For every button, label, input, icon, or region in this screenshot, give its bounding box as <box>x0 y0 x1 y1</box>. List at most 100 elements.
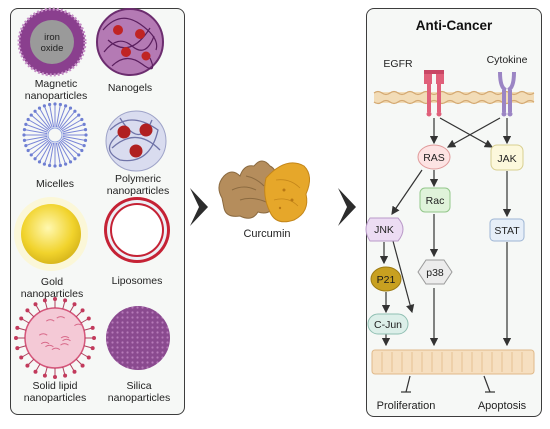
proliferation-label: Proliferation <box>377 400 436 412</box>
micelle-tail <box>49 105 55 128</box>
micelle-tail <box>59 111 75 130</box>
stat-node: STAT <box>489 218 525 242</box>
micelle-head <box>22 138 27 142</box>
lipid-tail <box>69 304 75 313</box>
lipid-tail <box>69 363 75 372</box>
nanogel-icon <box>96 8 164 76</box>
jnk-label: JNK <box>374 224 394 236</box>
lipid-core-squiggle <box>62 338 71 342</box>
micelle-tail <box>61 119 82 132</box>
gene-expression-bar <box>371 349 535 375</box>
lipid-core-squiggle <box>74 323 83 327</box>
micelle-head <box>84 133 88 137</box>
lipid-head <box>33 369 38 374</box>
lipid-tail <box>80 318 89 324</box>
silica-label: Silica nanoparticles <box>100 380 178 404</box>
jnk-node: JNK <box>365 217 404 242</box>
micelle-tail <box>35 140 51 159</box>
lipid-tail <box>75 310 83 318</box>
micelle-head <box>80 117 84 122</box>
micelle-tail <box>62 124 84 133</box>
lipid-tail <box>80 352 89 358</box>
micelle-head <box>73 157 77 161</box>
lipid-tail <box>44 301 48 310</box>
polymeric-label-line2: nanoparticles <box>106 185 170 197</box>
lipid-head <box>53 375 57 379</box>
cell-membrane <box>373 90 535 105</box>
lipid-core-squiggle <box>60 343 69 346</box>
micelle-head <box>80 148 84 153</box>
lipid-tail <box>35 363 41 372</box>
lipid-head <box>14 336 18 340</box>
magnetic-label: Magnetic nanoparticles <box>18 78 94 102</box>
micelle-head <box>33 157 37 161</box>
lipid-head <box>80 308 85 313</box>
chevron-right-icon <box>190 188 208 226</box>
lipid-tail <box>27 310 35 318</box>
micelle-tail <box>28 138 49 151</box>
micelle-tail <box>62 129 85 135</box>
lipid-head <box>15 346 20 351</box>
micelle-head <box>64 104 68 108</box>
lipid-head <box>25 308 30 313</box>
cjun-node: C-Jun <box>367 313 409 335</box>
iron-oxide-label-line2: oxide <box>41 43 64 54</box>
micelle-tail <box>39 141 52 162</box>
micelle-head <box>53 164 57 168</box>
solid-lipid-nanoparticle-icon <box>14 297 96 379</box>
magnetic-label-line2: nanoparticles <box>24 90 88 102</box>
lipid-head <box>92 336 96 340</box>
lipid-head <box>90 346 95 351</box>
micelle-tail <box>57 106 66 128</box>
iron-oxide-label-line1: iron <box>44 32 60 43</box>
micelle-tail <box>31 139 50 155</box>
micelle-head <box>82 122 86 126</box>
solid-lipid-label-line1: Solid lipid <box>32 380 78 392</box>
liposome-icon <box>104 197 170 263</box>
micelle-head <box>29 153 33 157</box>
micelle-tail <box>57 142 66 164</box>
micelle-icon <box>22 102 88 168</box>
lipid-tail <box>18 327 27 331</box>
silica-nanoparticle-icon <box>106 306 170 370</box>
ras-node: RAS <box>417 144 451 170</box>
rac-node: Rac <box>419 187 451 213</box>
micelle-head <box>42 104 46 108</box>
lipid-core-squiggle <box>40 341 50 345</box>
lipid-head <box>72 369 77 374</box>
jak-node: JAK <box>490 144 524 171</box>
magnetic-nanoparticle-icon: iron oxide <box>17 7 87 77</box>
lipid-tail <box>21 318 30 324</box>
p21-label: P21 <box>377 274 396 286</box>
lipid-tail <box>18 345 27 349</box>
micelle-tail <box>55 142 61 165</box>
gold-label: Gold nanoparticles <box>14 276 90 300</box>
lipid-tail <box>44 366 48 375</box>
stat-label: STAT <box>494 225 520 237</box>
micelle-tail <box>58 108 71 129</box>
solid-lipid-label: Solid lipid nanoparticles <box>14 380 96 404</box>
lipid-head <box>15 325 20 330</box>
lipid-tail <box>83 345 92 349</box>
micelle-head <box>26 117 30 122</box>
cjun-label: C-Jun <box>374 319 402 331</box>
curcumin-label: Curcumin <box>243 228 291 240</box>
gold-label-line1: Gold <box>40 276 64 288</box>
silica-label-line2: nanoparticles <box>107 392 171 404</box>
micelle-head <box>68 106 73 110</box>
polymeric-label-line1: Polymeric <box>114 173 162 185</box>
lipid-tail <box>75 358 83 366</box>
micelle-head <box>29 113 33 117</box>
lipid-tail <box>21 352 30 358</box>
lipid-head <box>53 297 57 301</box>
p21-node: P21 <box>370 266 402 292</box>
gold-nanoparticle-icon <box>14 197 88 271</box>
apoptosis-label: Apoptosis <box>478 400 527 412</box>
micelle-tail <box>60 139 79 155</box>
cytokine-receptor-icon <box>498 71 516 117</box>
lipid-core-squiggle <box>38 333 48 336</box>
p38-label: p38 <box>426 267 444 279</box>
micelle-tail <box>31 115 50 131</box>
lipid-head <box>19 355 24 360</box>
